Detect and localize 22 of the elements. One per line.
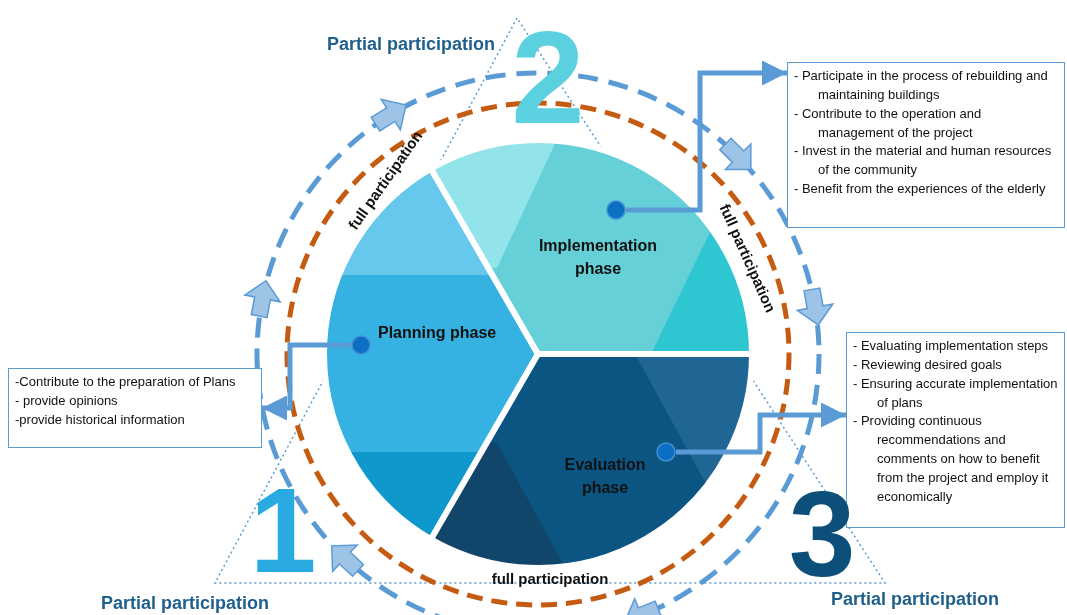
bullet-text: -provide historical information <box>15 410 186 429</box>
participation-heading: Partial participation <box>327 35 495 53</box>
stage-number: 1 <box>249 470 317 590</box>
phase-label: Planning phase <box>378 323 497 343</box>
bullet-text: - Benefit from the experiences of the elderly <box>794 180 1047 199</box>
bullet-text: - Participate in the process of rebuilding and maintaining buildings <box>794 67 1049 104</box>
participation-heading: Partial participation <box>101 594 269 612</box>
connector-arrow <box>626 60 787 213</box>
participation-heading: Partial participation <box>831 590 999 608</box>
bullet-text: - Ensuring accurate implementation of plans <box>853 374 1058 412</box>
text-box <box>787 62 1065 228</box>
connector-arrow <box>262 342 351 421</box>
bullet-text: - Providing continuous recommendations and comments on how to benefit from the project and employ it economically <box>853 412 1050 506</box>
text-box <box>8 368 262 448</box>
ring-label: full participation <box>491 570 609 586</box>
bullet-text: - Reviewing desired goals <box>853 355 1003 374</box>
bullet-text: -Contribute to the preparation of Plans <box>15 373 237 391</box>
bullet-text: - Evaluating implementation steps <box>853 337 1050 355</box>
phase-label: Implementation phase <box>537 236 659 280</box>
bullet-text: - Invest in the material and human resources of the community <box>794 142 1053 180</box>
bullet-text: - Contribute to the operation and management of the project <box>794 104 983 142</box>
bullet-text: - provide opinions <box>15 391 119 410</box>
